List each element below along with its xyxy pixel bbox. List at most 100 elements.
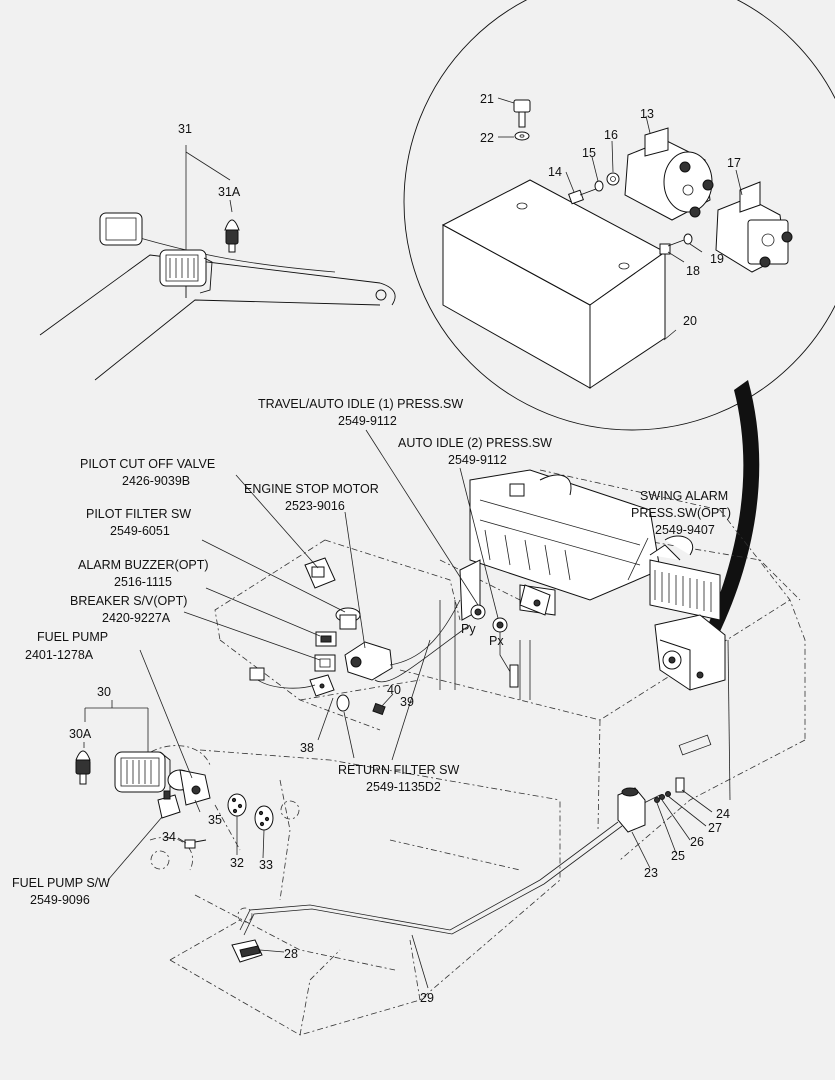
alarm-buzzer-part [315, 631, 337, 647]
label-auto-idle-2-code: 2549-9112 [448, 453, 507, 467]
port-label-py: Py [461, 622, 476, 636]
pilot-filter-switch-part [335, 607, 361, 630]
bolt-40-39 [372, 702, 386, 716]
part-number-27: 27 [708, 821, 722, 835]
part-number-13: 13 [640, 107, 654, 121]
part-number-26: 26 [690, 835, 704, 849]
label-travel-auto-idle-name: TRAVEL/AUTO IDLE (1) PRESS.SW [258, 397, 463, 411]
detail-view-circle [403, 0, 835, 431]
upper-frame-outline [214, 469, 806, 861]
pilot-cut-off-valve-part [304, 557, 336, 589]
label-pilot-cut-off-name: PILOT CUT OFF VALVE [80, 457, 215, 471]
connector-38 [309, 674, 335, 697]
label-pilot-filter-name: PILOT FILTER SW [86, 507, 191, 521]
lower-frame-outline [149, 749, 561, 1036]
label-breaker-sv-name: BREAKER S/V(OPT) [70, 594, 187, 608]
part-number-22: 22 [480, 131, 494, 145]
radiator [649, 535, 721, 621]
part-number-24: 24 [716, 807, 730, 821]
part-number-29: 29 [420, 991, 434, 1005]
part-number-32: 32 [230, 856, 244, 870]
bracket-engine [519, 584, 551, 616]
part-number-39: 39 [400, 695, 414, 709]
pressure-switch-py [470, 604, 486, 620]
pressure-switch-px [492, 617, 519, 688]
label-swing-alarm-name-1: SWING ALARM [640, 489, 728, 503]
label-return-filter-code: 2549-1135D2 [366, 780, 441, 794]
washer-15 [594, 180, 604, 192]
detail-leaders [497, 97, 743, 341]
part-number-35: 35 [208, 813, 222, 827]
engine-stop-motor-part [344, 641, 393, 681]
engine-block [439, 469, 661, 700]
part-number-34: 34 [162, 830, 176, 844]
connector-33 [254, 805, 274, 831]
label-breaker-sv-code: 2420-9227A [102, 611, 171, 625]
part-number-15: 15 [582, 146, 596, 160]
bolt-34 [184, 839, 207, 849]
label-fuel-pump-sw-code: 2549-9096 [30, 893, 90, 907]
fuel-pump-switch-part [157, 790, 181, 819]
label-pilot-filter-code: 2549-6051 [110, 524, 170, 538]
label-swing-alarm-name-2: PRESS.SW(OPT) [631, 506, 731, 520]
part-number-40: 40 [387, 683, 401, 697]
bolt-21 [513, 99, 531, 128]
part-number-30a: 30A [69, 727, 92, 741]
part-number-30: 30 [97, 685, 111, 699]
label-travel-auto-idle-code: 2549-9112 [338, 414, 397, 428]
bolt-14 [568, 188, 597, 205]
callout-leaders [107, 429, 713, 989]
bolt-18 [659, 239, 685, 255]
part-number-17: 17 [727, 156, 741, 170]
battery-box [441, 179, 666, 389]
part-number-14: 14 [548, 165, 562, 179]
swing-alarm-press-switch [654, 614, 731, 801]
work-lamp-upper-left [99, 212, 143, 246]
leader-31 [185, 145, 233, 250]
clamp-28 [231, 939, 263, 963]
detail-pointer-arrow [705, 380, 760, 640]
part-number-19: 19 [710, 252, 724, 266]
label-swing-alarm-code: 2549-9407 [655, 523, 715, 537]
part-number-23: 23 [644, 866, 658, 880]
connector-32 [227, 793, 247, 817]
fuel-pump-part [167, 769, 211, 806]
return-filter-switch-part [336, 694, 350, 712]
label-alarm-buzzer-code: 2516-1115 [114, 575, 172, 589]
lamp-bulb-30a [75, 750, 91, 785]
label-auto-idle-2-name: AUTO IDLE (2) PRESS.SW [398, 436, 552, 450]
label-alarm-buzzer-name: ALARM BUZZER(OPT) [78, 558, 209, 572]
washer-22 [514, 131, 530, 141]
port-label-px: Px [489, 634, 504, 648]
part-number-21: 21 [480, 92, 494, 106]
harness-wires [239, 599, 661, 936]
part-number-31: 31 [178, 122, 192, 136]
boom-arm-outline [39, 237, 396, 381]
label-fuel-pump-name: FUEL PUMP [37, 630, 108, 644]
part-number-33: 33 [259, 858, 273, 872]
relay-13 [624, 127, 714, 221]
filter-23 [617, 787, 646, 833]
part-number-25: 25 [671, 849, 685, 863]
work-lamp-upper-right [159, 249, 213, 298]
part-number-38: 38 [300, 741, 314, 755]
part-number-28: 28 [284, 947, 298, 961]
part-number-16: 16 [604, 128, 618, 142]
work-lamp-30 [114, 751, 171, 793]
label-fuel-pump-code: 2401-1278A [25, 648, 94, 662]
washer-19 [683, 233, 693, 245]
part-number-20: 20 [683, 314, 697, 328]
breaker-solenoid-valve-part [314, 654, 336, 672]
label-engine-stop-code: 2523-9016 [285, 499, 345, 513]
label-fuel-pump-sw-name: FUEL PUMP S/W [12, 876, 110, 890]
part-number-31a: 31A [218, 185, 241, 199]
part-number-18: 18 [686, 264, 700, 278]
label-return-filter-name: RETURN FILTER SW [338, 763, 459, 777]
leader-30 [83, 700, 149, 752]
label-pilot-cut-off-code: 2426-9039B [122, 474, 190, 488]
nut-16 [606, 172, 620, 186]
lamp-bulb-31a [224, 219, 240, 253]
relay-17 [715, 181, 793, 273]
small-parts-24-27 [654, 777, 685, 803]
